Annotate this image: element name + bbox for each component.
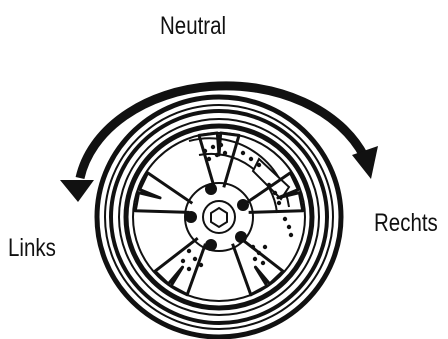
wheel-icon: [97, 97, 341, 337]
arrow-head-left: [60, 180, 94, 202]
arrow-head-right: [352, 146, 378, 179]
